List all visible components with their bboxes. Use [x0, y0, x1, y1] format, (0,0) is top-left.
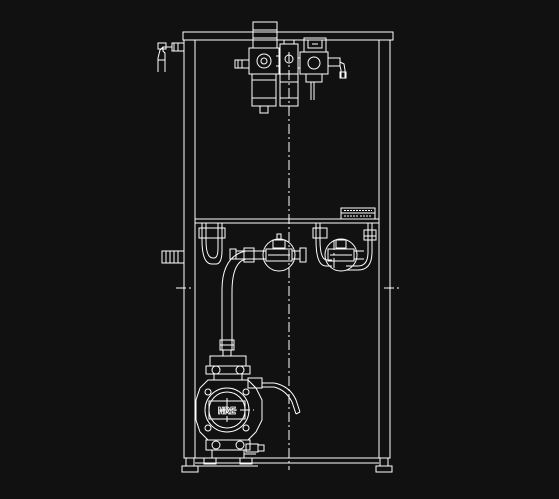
left-side-port	[161, 250, 185, 264]
leveling-foot-right	[375, 457, 393, 473]
pump-logo-text: NRE	[218, 406, 236, 417]
ball-valve-right	[324, 238, 364, 272]
left-air-fitting	[157, 42, 185, 72]
leveling-foot-left	[181, 457, 199, 473]
ball-valve-left	[229, 233, 307, 272]
filter-regulator-unit	[234, 21, 347, 114]
diaphragm-pump	[195, 355, 274, 467]
nameplate	[340, 207, 376, 220]
shelf-piping	[198, 223, 377, 271]
pump-air-hose	[273, 382, 301, 415]
suction-hose	[219, 250, 247, 357]
